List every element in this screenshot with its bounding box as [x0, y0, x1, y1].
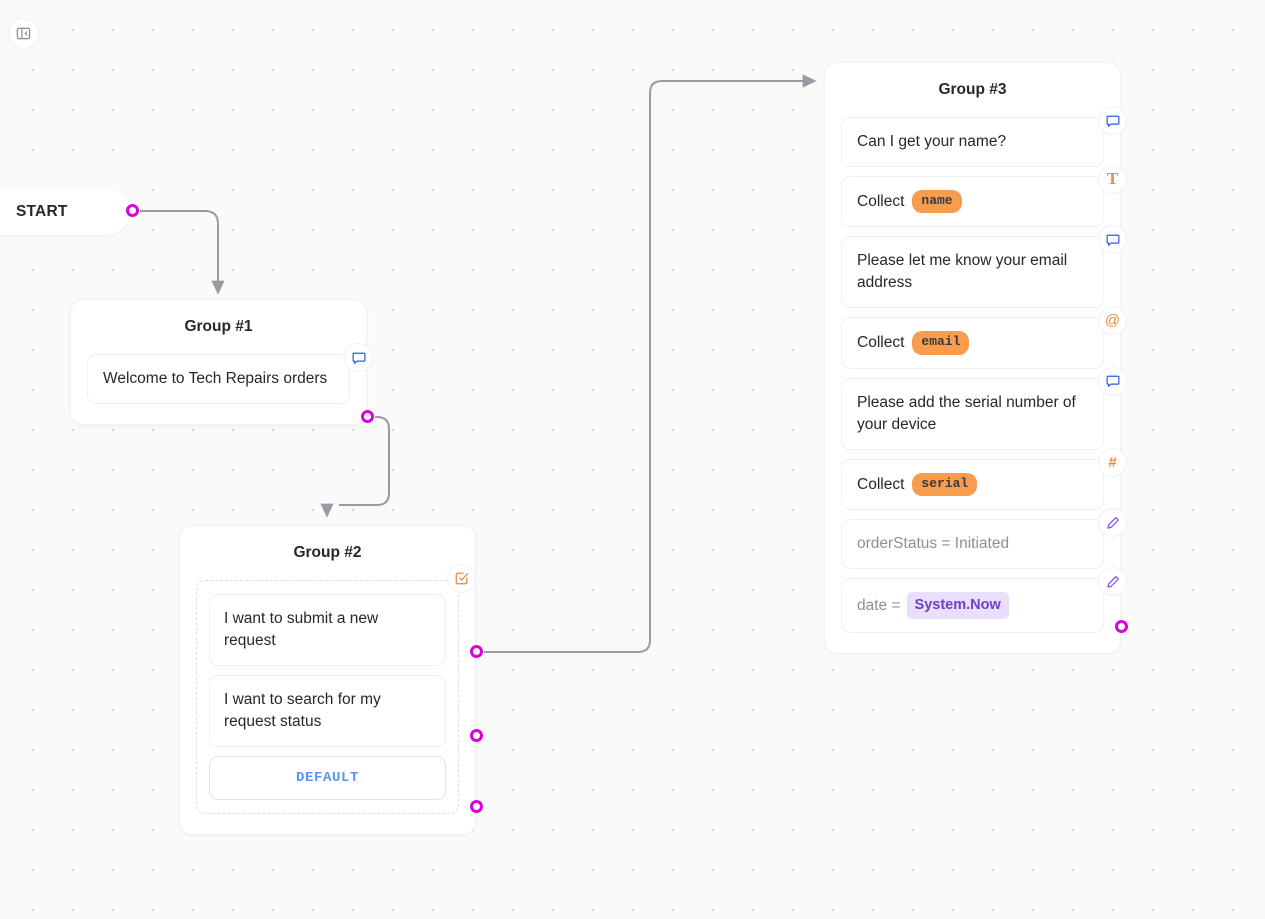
default-option-button[interactable]: DEFAULT [209, 756, 446, 800]
block-text-label: date = [857, 596, 901, 614]
variable-chip: name [912, 190, 962, 214]
block-text-label: Collect [857, 192, 905, 210]
block-text-label: Please let me know your email address [857, 252, 1068, 292]
edge-start-to-group1 [140, 210, 225, 295]
variable-chip: email [912, 331, 970, 355]
block-text-label: Can I get your name? [857, 133, 1007, 150]
block-set-variable-orderstatus[interactable]: orderStatus = Initiated [841, 508, 1127, 570]
choice-option[interactable]: I want to search for my request status [209, 675, 446, 747]
system-value-chip: System.Now [906, 592, 1009, 619]
panel-toggle-icon [16, 27, 31, 40]
set-variable-icon [1098, 567, 1127, 597]
connector-option-1-out[interactable] [470, 645, 483, 658]
block-collect-serial[interactable]: Collect serial # [841, 447, 1127, 511]
chat-bubble-icon [344, 343, 373, 372]
block-collect-name[interactable]: Collect name T [841, 165, 1127, 228]
choice-input-block[interactable]: I want to submit a new request I want to… [196, 564, 476, 814]
email-input-icon: @ [1098, 306, 1127, 336]
block-text-label: Collect [857, 475, 905, 493]
number-input-icon: # [1098, 447, 1127, 477]
chat-bubble-icon [1098, 225, 1127, 255]
connector-start-out[interactable] [126, 204, 139, 217]
variable-chip: serial [912, 472, 978, 497]
group-card-2[interactable]: Group #2 I want to submit a new request … [179, 525, 476, 835]
group-title: Group #3 [938, 81, 1007, 98]
block-text-label: Collect [857, 334, 905, 352]
chat-bubble-icon [1098, 106, 1127, 135]
group-title: Group #1 [184, 318, 253, 335]
block-text[interactable]: Please add the serial number of your dev… [841, 366, 1127, 450]
set-variable-icon [1098, 508, 1127, 538]
connector-default-out[interactable] [470, 800, 483, 813]
block-text[interactable]: Please let me know your email address [841, 225, 1127, 309]
block-text[interactable]: Can I get your name? [841, 106, 1127, 167]
block-text-label: Welcome to Tech Repairs orders [103, 370, 328, 387]
edge-group1-to-group2 [339, 416, 390, 506]
connector-group1-out[interactable] [361, 410, 374, 423]
start-node[interactable]: START [0, 188, 130, 235]
block-set-variable-date[interactable]: date = System.Now [841, 567, 1127, 633]
group-title: Group #2 [293, 544, 362, 561]
choice-input-icon [447, 564, 476, 593]
edge-group2-to-group3 [484, 74, 817, 653]
group-card-1[interactable]: Group #1 Welcome to Tech Repairs orders [70, 299, 373, 425]
connector-group3-out[interactable] [1115, 620, 1128, 633]
chat-bubble-icon [1098, 366, 1127, 396]
sidebar-toggle-button[interactable] [8, 18, 39, 49]
group-card-3[interactable]: Group #3 Can I get your name? Collect na… [824, 62, 1127, 654]
connector-option-2-out[interactable] [470, 729, 483, 742]
start-label: START [16, 202, 68, 220]
block-text-label: orderStatus = Initiated [857, 535, 1010, 553]
block-text[interactable]: Welcome to Tech Repairs orders [87, 343, 373, 404]
block-text-label: Please add the serial number of your dev… [857, 393, 1076, 433]
choice-option[interactable]: I want to submit a new request [209, 594, 446, 666]
block-collect-email[interactable]: Collect email @ [841, 306, 1127, 369]
text-input-icon: T [1098, 165, 1127, 194]
